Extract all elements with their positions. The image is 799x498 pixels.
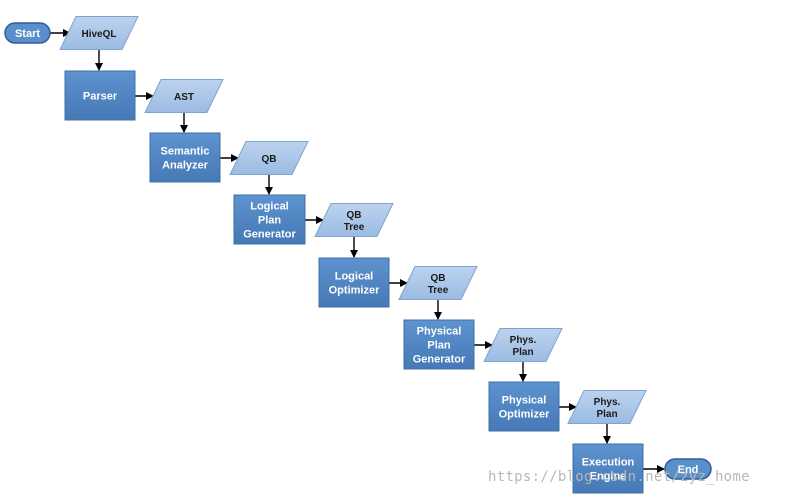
data-node-2: AST xyxy=(144,79,224,113)
data-node-shape xyxy=(398,266,478,300)
process-node-shape xyxy=(318,257,390,308)
process-node-shape xyxy=(233,194,306,245)
data-node-shape xyxy=(483,328,563,362)
process-node-1: Parser xyxy=(64,70,136,121)
data-node-label: Phys.Plan xyxy=(594,397,621,420)
process-node-shape xyxy=(149,132,221,183)
data-node-label: Phys.Plan xyxy=(510,335,537,358)
end-label: End xyxy=(678,464,699,476)
data-node-7: Phys.Plan xyxy=(567,390,647,424)
process-node-shape xyxy=(64,70,136,121)
data-node-shape xyxy=(59,16,139,50)
data-node-label: HiveQL xyxy=(81,29,116,40)
start-terminal: Start xyxy=(4,22,51,44)
watermark-text: https://blog.csdn.net/zyz_home xyxy=(488,469,750,485)
process-node-shape xyxy=(572,443,644,494)
data-node-6: Phys.Plan xyxy=(483,328,563,362)
process-node-label: Parser xyxy=(83,91,118,103)
start-label: Start xyxy=(15,28,40,40)
end-terminal-shape xyxy=(664,458,712,480)
connectors xyxy=(50,29,665,473)
data-node-3: QB xyxy=(229,141,309,175)
process-node-shape xyxy=(488,381,560,432)
data-node-shape xyxy=(144,79,224,113)
data-node-label: QB xyxy=(262,154,277,165)
data-node-label: AST xyxy=(174,92,194,103)
data-node-1: HiveQL xyxy=(59,16,139,50)
start-terminal-shape xyxy=(4,22,51,44)
end-terminal: End xyxy=(664,458,712,480)
data-node-shape xyxy=(229,141,309,175)
process-node-shape xyxy=(403,319,475,370)
data-node-shape xyxy=(314,203,394,237)
data-node-shape xyxy=(567,390,647,424)
